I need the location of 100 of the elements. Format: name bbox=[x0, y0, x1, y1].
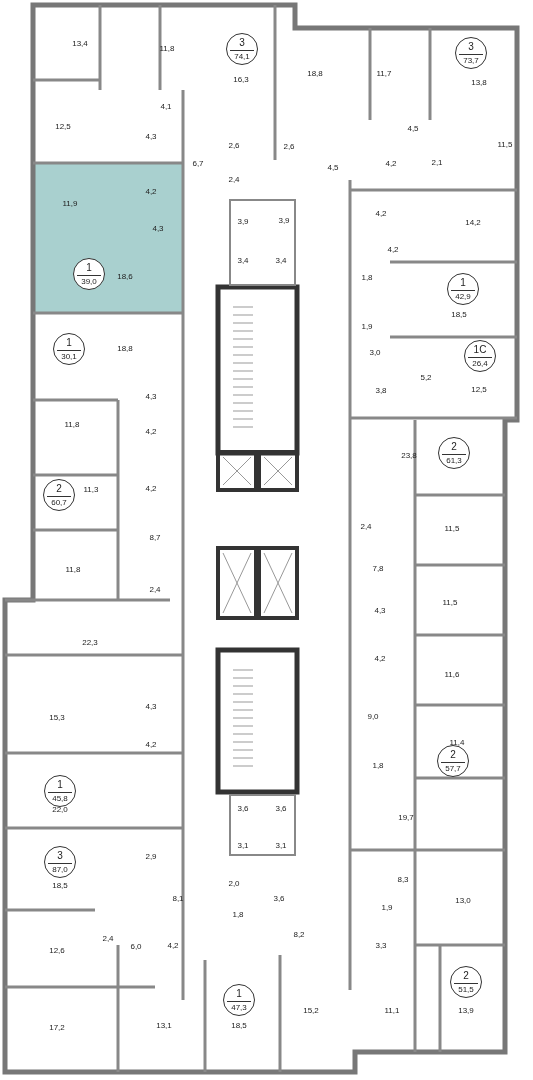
area-label: 11,1 bbox=[384, 1005, 400, 1015]
area-label: 12,6 bbox=[49, 945, 65, 955]
room-count: 1 bbox=[459, 278, 467, 288]
apartment-badge bbox=[226, 33, 258, 65]
area-label: 13,4 bbox=[72, 38, 88, 48]
area-label: 4,2 bbox=[375, 208, 387, 218]
apartment-badge bbox=[464, 340, 496, 372]
area-label: 5,2 bbox=[420, 372, 432, 382]
apartment-area: 51,5 bbox=[451, 985, 481, 994]
apartment-badge bbox=[447, 273, 479, 305]
area-label: 19,7 bbox=[398, 812, 414, 822]
area-label: 12,5 bbox=[55, 121, 71, 131]
area-label: 8,3 bbox=[397, 874, 409, 884]
area-label: 18,5 bbox=[451, 309, 467, 319]
area-label: 3,4 bbox=[275, 255, 287, 265]
area-label: 11,4 bbox=[449, 737, 465, 747]
area-label: 11,9 bbox=[62, 198, 78, 208]
area-label: 3,9 bbox=[278, 215, 290, 225]
area-label: 18,8 bbox=[117, 343, 133, 353]
apartment-area: 30,1 bbox=[54, 352, 84, 361]
room-count: 2 bbox=[450, 442, 458, 452]
room-count: 3 bbox=[467, 42, 475, 52]
apartment-badge bbox=[43, 479, 75, 511]
area-label: 11,5 bbox=[444, 523, 460, 533]
area-label: 16,3 bbox=[233, 74, 249, 84]
area-label: 3,4 bbox=[237, 255, 249, 265]
area-label: 13,9 bbox=[458, 1005, 474, 1015]
apartment-area: 39,0 bbox=[74, 277, 104, 286]
apartment-area: 87,0 bbox=[45, 865, 75, 874]
room-count: 3 bbox=[56, 851, 64, 861]
room-count: 1 bbox=[85, 263, 93, 273]
area-label: 8,2 bbox=[293, 929, 305, 939]
area-label: 4,3 bbox=[145, 131, 157, 141]
apartment-area: 42,9 bbox=[448, 292, 478, 301]
area-label: 2,4 bbox=[228, 174, 240, 184]
area-label: 3,9 bbox=[237, 216, 249, 226]
area-label: 22,0 bbox=[52, 804, 68, 814]
room-count: 2 bbox=[55, 484, 63, 494]
area-label: 8,7 bbox=[149, 532, 161, 542]
apartment-badge bbox=[53, 333, 85, 365]
area-label: 4,3 bbox=[145, 701, 157, 711]
area-label: 11,3 bbox=[83, 484, 99, 494]
room-count: 1С bbox=[472, 345, 488, 355]
apartment-badge bbox=[455, 37, 487, 69]
area-label: 4,2 bbox=[145, 426, 157, 436]
area-label: 8,1 bbox=[172, 893, 184, 903]
area-label: 17,2 bbox=[49, 1022, 65, 1032]
area-label: 3,8 bbox=[375, 385, 387, 395]
area-label: 2,4 bbox=[360, 521, 372, 531]
area-label: 12,5 bbox=[471, 384, 487, 394]
area-label: 13,8 bbox=[471, 77, 487, 87]
area-label: 4,5 bbox=[327, 162, 339, 172]
area-label: 11,8 bbox=[159, 43, 175, 53]
area-label: 4,2 bbox=[385, 158, 397, 168]
apartment-badge bbox=[450, 966, 482, 998]
area-label: 2,0 bbox=[228, 878, 240, 888]
area-label: 11,6 bbox=[444, 669, 460, 679]
apartment-badge bbox=[223, 984, 255, 1016]
area-label: 3,0 bbox=[369, 347, 381, 357]
area-label: 1,9 bbox=[361, 321, 373, 331]
area-label: 13,0 bbox=[455, 895, 471, 905]
area-label: 3,1 bbox=[237, 840, 249, 850]
room-count: 3 bbox=[238, 38, 246, 48]
area-label: 3,1 bbox=[275, 840, 287, 850]
area-label: 15,3 bbox=[49, 712, 65, 722]
area-label: 11,7 bbox=[376, 68, 392, 78]
area-label: 1,8 bbox=[361, 272, 373, 282]
area-label: 18,6 bbox=[117, 271, 133, 281]
room-count: 2 bbox=[449, 750, 457, 760]
area-label: 2,4 bbox=[102, 933, 114, 943]
area-label: 18,5 bbox=[52, 880, 68, 890]
room-count: 1 bbox=[56, 780, 64, 790]
area-label: 11,5 bbox=[442, 597, 458, 607]
apartment-area: 45,8 bbox=[45, 794, 75, 803]
area-label: 4,1 bbox=[160, 101, 172, 111]
area-label: 4,3 bbox=[374, 605, 386, 615]
area-label: 4,3 bbox=[152, 223, 164, 233]
apartment-badge bbox=[437, 745, 469, 777]
area-label: 3,6 bbox=[275, 803, 287, 813]
area-label: 11,5 bbox=[497, 139, 513, 149]
apartment-area: 57,7 bbox=[438, 764, 468, 773]
area-label: 4,3 bbox=[145, 391, 157, 401]
area-label: 2,6 bbox=[228, 140, 240, 150]
area-label: 1,8 bbox=[232, 909, 244, 919]
area-label: 4,2 bbox=[387, 244, 399, 254]
area-label: 7,8 bbox=[372, 563, 384, 573]
apartment-area: 74,1 bbox=[227, 52, 257, 61]
room-count: 1 bbox=[65, 338, 73, 348]
area-label: 2,1 bbox=[431, 157, 443, 167]
area-label: 4,2 bbox=[145, 483, 157, 493]
area-label: 18,5 bbox=[231, 1020, 247, 1030]
area-label: 4,5 bbox=[407, 123, 419, 133]
apartment-badge bbox=[438, 437, 470, 469]
area-label: 4,2 bbox=[167, 940, 179, 950]
area-label: 4,2 bbox=[145, 186, 157, 196]
apartment-area: 73,7 bbox=[456, 56, 486, 65]
area-label: 2,6 bbox=[283, 141, 295, 151]
area-label: 6,7 bbox=[192, 158, 204, 168]
area-label: 18,8 bbox=[307, 68, 323, 78]
apartment-area: 26,4 bbox=[465, 359, 495, 368]
